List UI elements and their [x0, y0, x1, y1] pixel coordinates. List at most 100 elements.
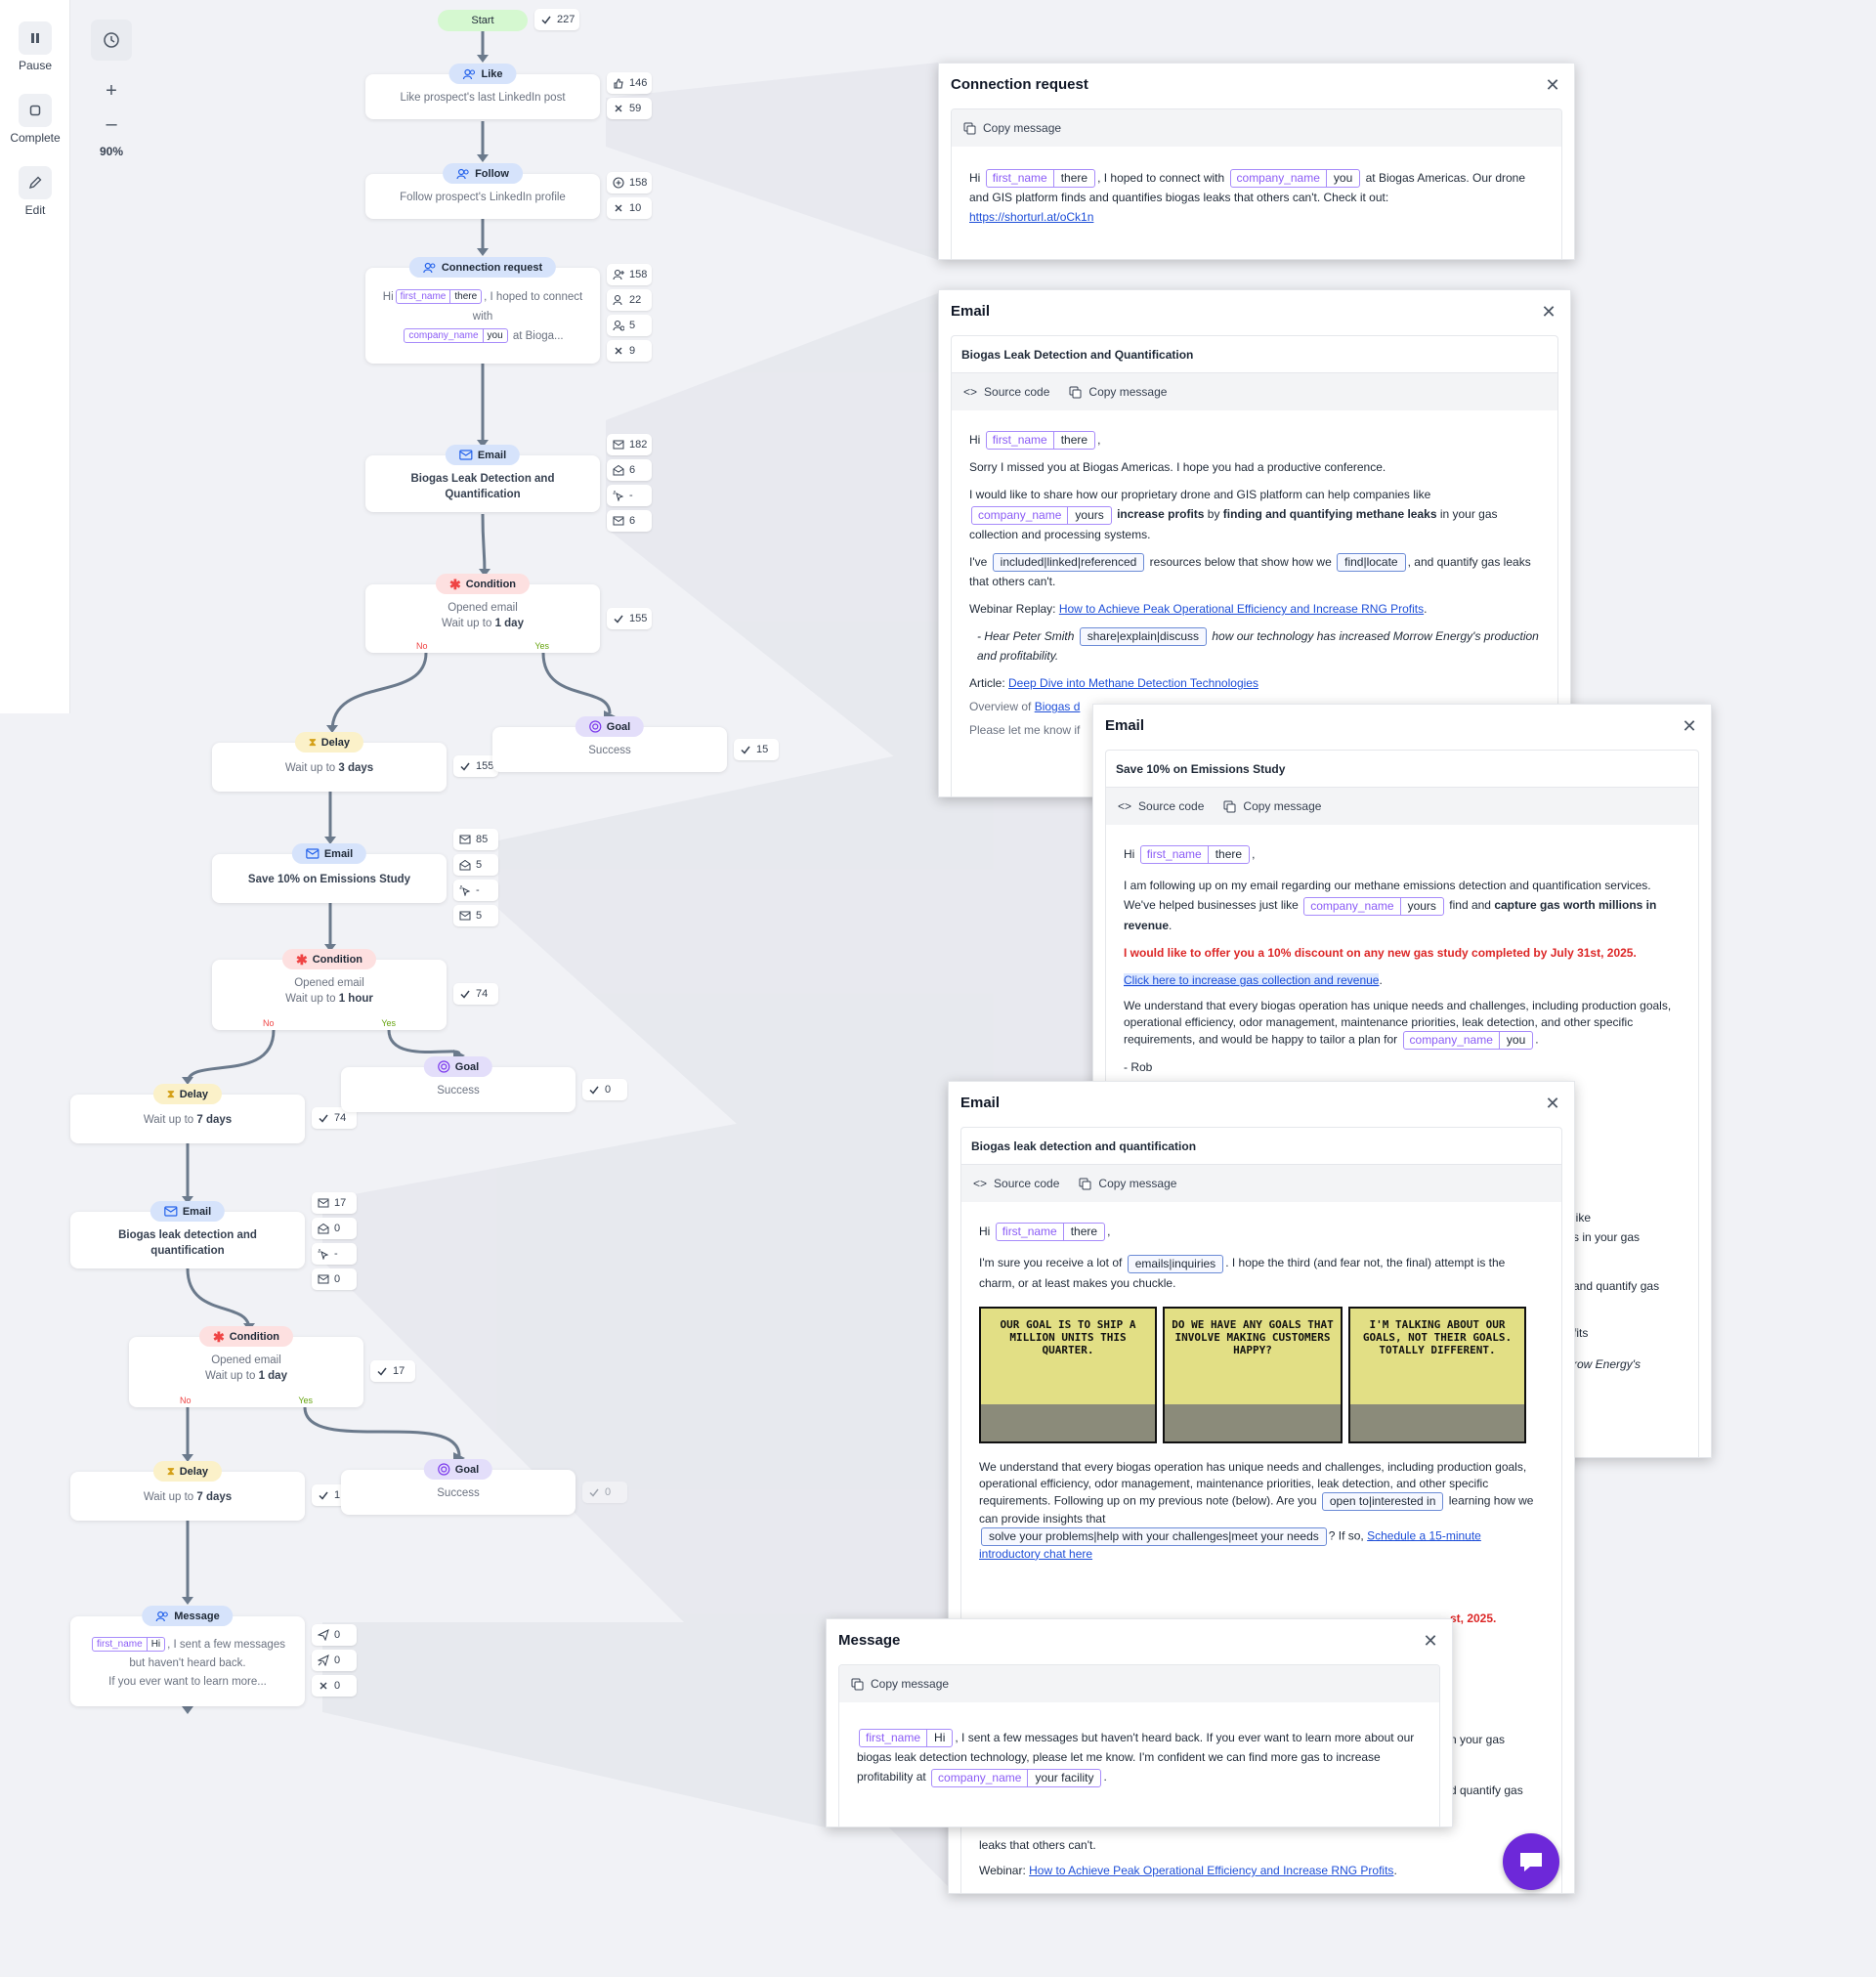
mail-send-icon	[459, 835, 471, 844]
branch-no-2: No	[263, 1018, 275, 1028]
email2-stat-sent: 85	[453, 829, 498, 850]
message-pill: Message	[142, 1606, 234, 1626]
email-subject-3: Biogas leak detection and quantification	[118, 1229, 257, 1257]
panel-title: Message	[838, 1632, 901, 1649]
increase-gas-link[interactable]: Click here to increase gas collection an…	[1124, 972, 1380, 987]
pause-label: Pause	[18, 59, 53, 72]
like-node[interactable]: Like Like prospect's last LinkedIn post	[365, 64, 600, 119]
close-icon[interactable]: ✕	[1423, 1631, 1438, 1651]
panel-toolbar: Copy message	[839, 1665, 1439, 1702]
complete-button[interactable]: Complete	[0, 94, 70, 145]
email-node-3[interactable]: Email Biogas leak detection and quantifi…	[70, 1201, 305, 1268]
article-link[interactable]: Deep Dive into Methane Detection Technol…	[1008, 676, 1258, 691]
email-subject-1: Biogas Leak Detection and Quantification	[410, 473, 555, 500]
delay-pill-1: ⧗Delay	[294, 732, 364, 752]
edit-label: Edit	[24, 203, 46, 217]
users-icon	[423, 262, 436, 273]
email2-stat-replied: 5	[453, 905, 498, 926]
users-icon	[462, 68, 476, 79]
branch-yes-3: Yes	[298, 1396, 313, 1405]
email1-stat-replied: 6	[607, 510, 652, 532]
goal-count-2: 0	[582, 1079, 627, 1100]
copy-icon	[851, 1678, 864, 1690]
goal-node-2[interactable]: Goal Success	[341, 1056, 576, 1112]
source-code-button[interactable]: <>Source code	[973, 1177, 1060, 1190]
goal-node-1[interactable]: Goal Success	[492, 716, 727, 772]
zoom-out-button[interactable]: –	[106, 112, 117, 135]
close-icon[interactable]: ✕	[1545, 75, 1560, 95]
delay-node-1[interactable]: ⧗Delay Wait up to 3 days	[212, 732, 447, 792]
condition-pill-1: ✱Condition	[435, 574, 531, 594]
start-node[interactable]: Start	[438, 10, 528, 31]
chat-widget-button[interactable]	[1503, 1833, 1559, 1890]
users-icon	[456, 168, 469, 179]
branch-yes-1: Yes	[534, 641, 549, 651]
edit-button[interactable]: Edit	[0, 166, 70, 217]
x-icon	[615, 105, 622, 112]
pause-button[interactable]: Pause	[0, 21, 70, 72]
check-icon	[741, 746, 750, 754]
delay-node-2[interactable]: ⧗Delay Wait up to 7 days	[70, 1084, 305, 1143]
goal-count-1: 15	[734, 739, 779, 760]
branch-no-3: No	[180, 1396, 192, 1405]
copy-message-button[interactable]: Copy message	[1079, 1177, 1176, 1190]
zoom-level: 90%	[99, 145, 124, 158]
zoom-in-button[interactable]: +	[106, 79, 117, 102]
asterisk-icon: ✱	[295, 951, 308, 967]
conn-stat-accepted: 22	[607, 289, 652, 311]
follow-node[interactable]: Follow Follow prospect's LinkedIn profil…	[365, 163, 600, 219]
conn-stat-sent: 158	[607, 264, 652, 285]
delay-count-2: 74	[312, 1107, 357, 1129]
comic-strip: OUR GOAL IS TO SHIP A MILLION UNITS THIS…	[979, 1306, 1544, 1443]
mail-open-icon	[459, 859, 471, 871]
email-node-2[interactable]: Email Save 10% on Emissions Study	[212, 843, 447, 903]
thumb-up-icon	[614, 78, 623, 89]
source-code-button[interactable]: <>Source code	[1118, 799, 1205, 813]
check-icon	[541, 16, 551, 24]
mail-reply-icon	[613, 516, 624, 526]
email1-stat-sent: 182	[607, 434, 652, 455]
check-icon	[614, 615, 623, 623]
copy-message-button[interactable]: Copy message	[1069, 385, 1167, 399]
shorturl-link[interactable]: https://shorturl.at/oCk1n	[969, 210, 1094, 225]
chat-bubble-icon	[1520, 1853, 1542, 1871]
copy-message-button[interactable]: Copy message	[851, 1677, 949, 1691]
delay-text-1: Wait up to 3 days	[284, 762, 374, 774]
close-icon[interactable]: ✕	[1682, 716, 1697, 736]
close-icon[interactable]: ✕	[1545, 1094, 1560, 1113]
email3-footer-text: leaks that others can't. Webinar: How to…	[979, 1838, 1397, 1877]
copy-icon	[963, 122, 976, 134]
source-code-button[interactable]: <>Source code	[963, 385, 1050, 399]
mail-open-icon	[318, 1223, 329, 1234]
email2-stat-clicked: -	[453, 880, 498, 901]
email-node-1[interactable]: Email Biogas Leak Detection and Quantifi…	[365, 445, 600, 512]
copy-message-button[interactable]: Copy message	[963, 121, 1061, 135]
cursor-click-icon	[318, 1249, 329, 1260]
goal-node-3[interactable]: Goal Success	[341, 1459, 576, 1515]
hourglass-icon: ⧗	[308, 736, 317, 749]
target-icon	[438, 1060, 450, 1073]
goal-count-3: 0	[582, 1482, 627, 1503]
history-button[interactable]	[91, 20, 132, 61]
close-icon[interactable]: ✕	[1541, 302, 1556, 322]
check-icon	[319, 1114, 328, 1123]
copy-message-button[interactable]: Copy message	[1223, 799, 1321, 813]
mail-send-icon	[613, 440, 624, 450]
schedule-link[interactable]: Schedule a 15-minute	[1367, 1528, 1481, 1543]
webinar-link[interactable]: How to Achieve Peak Operational Efficien…	[1058, 601, 1425, 616]
webinar-link[interactable]: How to Achieve Peak Operational Efficien…	[1029, 1864, 1394, 1877]
delay-pill-3: ⧗Delay	[152, 1461, 223, 1482]
delay-node-3[interactable]: ⧗Delay Wait up to 7 days	[70, 1461, 305, 1521]
